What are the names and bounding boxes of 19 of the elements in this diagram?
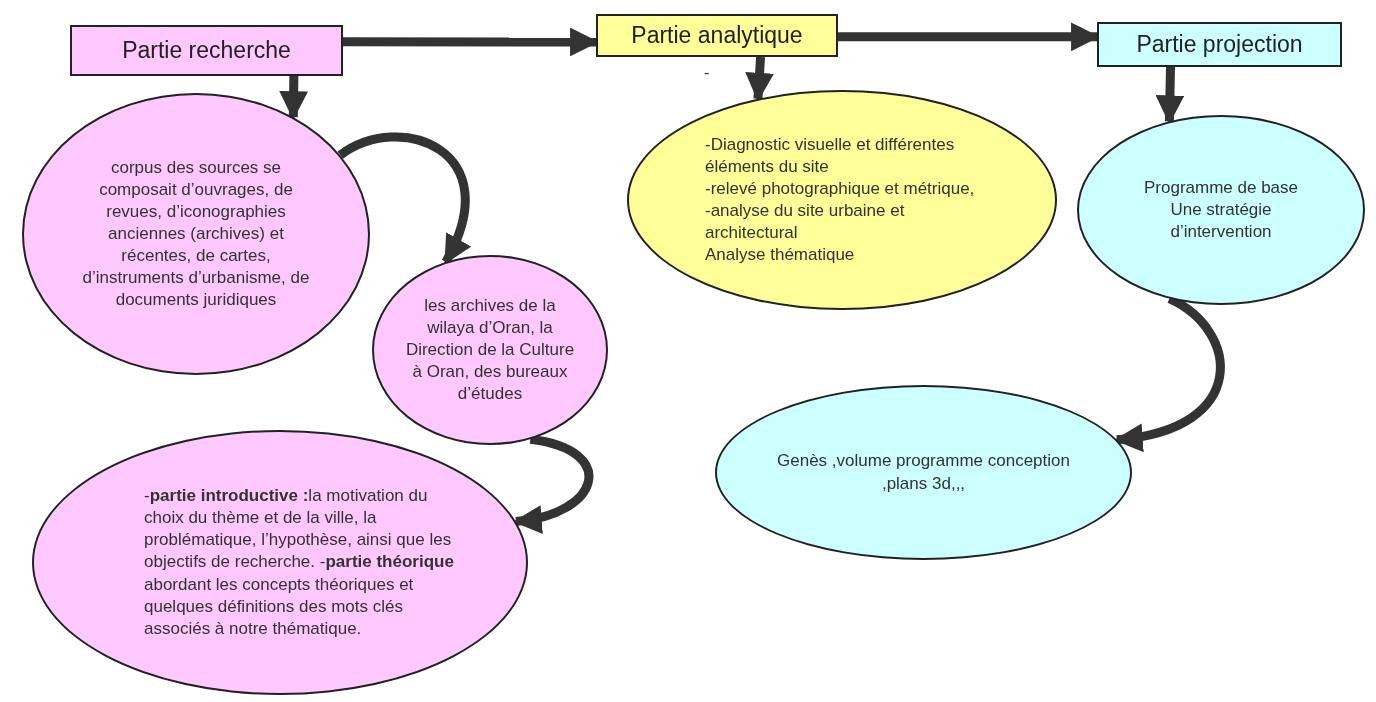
section-title: Partie recherche bbox=[122, 37, 291, 64]
note-text: - bbox=[704, 64, 710, 82]
arrow bbox=[745, 56, 774, 102]
body-text: les archives de la wilaya d’Oran, la Direction de la Culture à Oran, des bureaux d’études bbox=[404, 294, 576, 406]
body-text: Analyse thématique bbox=[705, 244, 855, 267]
body-text: corpus des sources se composait d’ouvrages, de revues, d’iconographies anciennes (archives) et récentes, de cartes, d’instruments d’urbanisme, de documents juridiques bbox=[81, 156, 311, 312]
body-text: -Diagnostic visuelle et différentes éléments du site bbox=[705, 133, 956, 178]
section-title: Partie projection bbox=[1136, 31, 1303, 58]
section-title: Partie analytique bbox=[631, 22, 803, 49]
arrow bbox=[279, 75, 309, 120]
body-text: -partie introductive :la motivation du choix du thème et de la ville, la problématique, l’hypothèse, ainsi que les objectifs de recherche. -partie théorique abordant les concepts théoriques et quelques définitions des mots clés associés à notre thématique. bbox=[144, 485, 455, 640]
body-text: Une stratégie d’intervention bbox=[1169, 198, 1273, 244]
section-box bbox=[596, 14, 838, 57]
body-text: -relevé photographique et métrique, bbox=[705, 177, 975, 200]
body-text: -analyse du site urbaine et architectural bbox=[705, 200, 906, 245]
body-text: Genès ,volume programme conception ,plans 3d,,, bbox=[777, 450, 1070, 495]
section-box bbox=[70, 25, 343, 76]
section-box bbox=[1097, 22, 1342, 67]
body-text: Programme de base bbox=[1144, 176, 1298, 199]
